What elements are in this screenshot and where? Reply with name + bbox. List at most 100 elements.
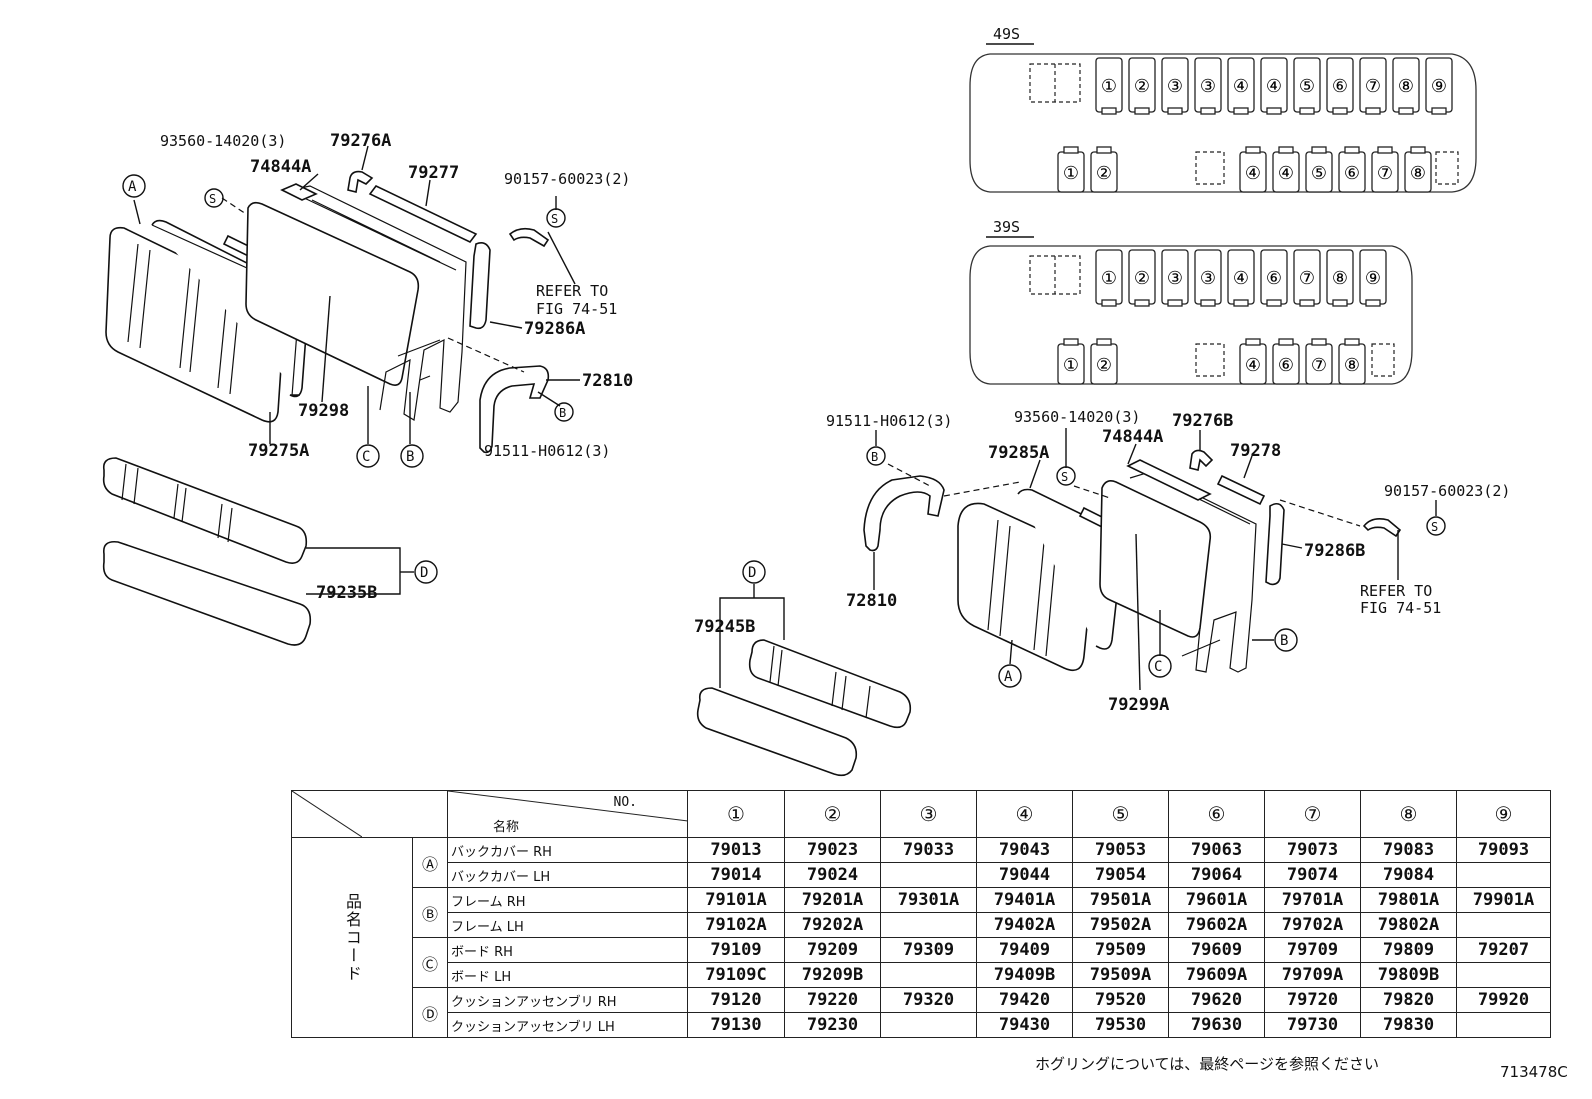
part-code-cell: 79709A	[1264, 962, 1361, 988]
part-code-cell: 79802A	[1360, 912, 1457, 938]
part-code-cell: 79054	[1072, 862, 1169, 888]
seat-number: ⑤	[1299, 76, 1315, 97]
part-name: ボード RH	[447, 937, 688, 963]
seat-headrest	[1167, 299, 1183, 307]
seat-headrest	[1431, 107, 1447, 115]
seat-headrest	[1299, 299, 1315, 307]
seat-headrest	[1266, 299, 1282, 307]
label-bracket-right: 79286B	[1304, 541, 1365, 561]
seat-headrest	[1200, 107, 1216, 115]
seat-number: ⑥	[1344, 163, 1360, 184]
part-code-cell	[1456, 912, 1551, 938]
label-trim-left: 74844A	[250, 157, 311, 177]
seat-headrest	[1245, 338, 1261, 346]
label-screw-right: 90157-60023(2)	[1384, 482, 1510, 500]
table-header-label-cell: NO. 名称	[447, 790, 688, 838]
label-cushion-right: 79245B	[694, 617, 755, 637]
left-seat-assembly: A S S B C B D 93560-14020(3) 79276A 7484…	[102, 131, 633, 646]
label-refer-left-2: FIG 74-51	[536, 300, 617, 318]
label-arm-bolt-left: 91511-H0612(3)	[484, 442, 610, 460]
label-trim-right: 74844A	[1102, 427, 1163, 447]
column-header: ⑨	[1456, 790, 1551, 838]
marker-s-right-2: S	[1431, 520, 1438, 534]
marker-s-left-2: S	[551, 212, 558, 226]
seat-number: ④	[1233, 76, 1249, 97]
seat-headrest	[1096, 338, 1112, 346]
seat-number: ②	[1134, 76, 1150, 97]
label-refer-left-1: REFER TO	[536, 282, 608, 300]
part-code-cell: 79230	[784, 1012, 881, 1038]
part-code-cell	[880, 962, 977, 988]
seat-headrest	[1101, 107, 1117, 115]
part-code-cell: 79101A	[687, 887, 785, 913]
label-arm-bolt-right: 91511-H0612(3)	[826, 412, 952, 430]
part-code-cell: 79130	[687, 1012, 785, 1038]
seat-number: ①	[1101, 268, 1117, 289]
marker-s-left-1: S	[209, 192, 216, 206]
part-code-cell: 79809	[1360, 937, 1457, 963]
seat-number: ①	[1063, 355, 1079, 376]
part-code-cell	[880, 862, 977, 888]
seat-number: ③	[1167, 268, 1183, 289]
part-code-cell: 79702A	[1264, 912, 1361, 938]
marker-s-right-1: S	[1061, 470, 1068, 484]
group-marker: Ⓑ	[412, 887, 448, 938]
marker-c-right: C	[1154, 659, 1162, 675]
label-refer-right-1: REFER TO	[1360, 582, 1432, 600]
footnote: ホグリングについては、最終ページを参照ください	[1035, 1055, 1379, 1073]
right-seat-assembly: B S S B C A D 91511-H0612(3) 93560-14020…	[694, 408, 1510, 777]
seat-headrest	[1096, 146, 1112, 154]
seat-number: ⑨	[1365, 268, 1381, 289]
seat-headrest	[1233, 107, 1249, 115]
part-code-cell: 79043	[976, 837, 1073, 863]
label-screw-left: 90157-60023(2)	[504, 170, 630, 188]
seat-number: ③	[1200, 76, 1216, 97]
layout-39s-title: 39S	[993, 218, 1020, 236]
part-code-cell: 79120	[687, 987, 785, 1013]
seat-headrest	[1134, 107, 1150, 115]
part-code-cell: 79063	[1168, 837, 1265, 863]
part-code-cell	[880, 1012, 977, 1038]
part-code-cell: 79830	[1360, 1012, 1457, 1038]
seat-number: ③	[1200, 268, 1216, 289]
seat-number: ②	[1096, 355, 1112, 376]
part-code-cell: 79044	[976, 862, 1073, 888]
column-header: ⑥	[1168, 790, 1265, 838]
part-code-cell: 79109C	[687, 962, 785, 988]
part-code-cell: 79509A	[1072, 962, 1169, 988]
marker-b-right: B	[1280, 633, 1288, 649]
part-code-cell: 79602A	[1168, 912, 1265, 938]
seat-headrest	[1332, 299, 1348, 307]
part-code-cell: 79402A	[976, 912, 1073, 938]
seat-number: ⑦	[1299, 268, 1315, 289]
part-code-cell: 79024	[784, 862, 881, 888]
part-name: フレーム RH	[447, 887, 688, 913]
layout-49s-title: 49S	[993, 25, 1020, 43]
seat-number: ⑥	[1266, 268, 1282, 289]
part-code-cell: 79093	[1456, 837, 1551, 863]
part-code-cell: 79013	[687, 837, 785, 863]
column-header: ②	[784, 790, 881, 838]
seat-number: ⑧	[1398, 76, 1414, 97]
part-code-cell: 79084	[1360, 862, 1457, 888]
part-code-cell: 79202A	[784, 912, 881, 938]
part-code-cell: 79801A	[1360, 887, 1457, 913]
seat-headrest	[1233, 299, 1249, 307]
label-rail-right: 79278	[1230, 441, 1281, 461]
part-code-cell: 79102A	[687, 912, 785, 938]
seat-headrest	[1278, 338, 1294, 346]
label-refer-right-2: FIG 74-51	[1360, 599, 1441, 617]
part-code-cell: 79209	[784, 937, 881, 963]
part-code-cell: 79502A	[1072, 912, 1169, 938]
seat-number: ⑥	[1332, 76, 1348, 97]
part-code-cell: 79220	[784, 987, 881, 1013]
seat-headrest	[1063, 338, 1079, 346]
seat-headrest	[1365, 107, 1381, 115]
seat-headrest	[1200, 299, 1216, 307]
seat-headrest	[1410, 146, 1426, 154]
part-code-cell	[1456, 862, 1551, 888]
part-name: バックカバー LH	[447, 862, 688, 888]
label-back-cover-right: 79276B	[1172, 411, 1233, 431]
